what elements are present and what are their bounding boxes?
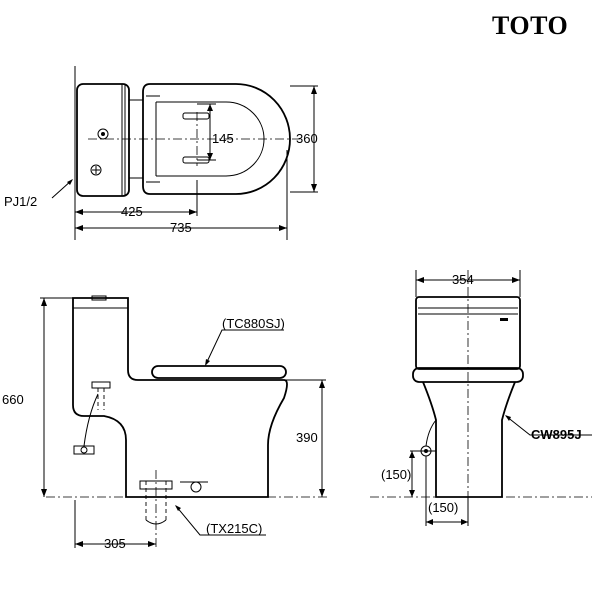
toto-logo: TOTO: [492, 11, 568, 40]
flush-button-icon: [97, 128, 109, 140]
dim-front-width: 354: [452, 272, 474, 287]
dim-bowl-height: 390: [296, 430, 318, 445]
dim-valve-offset: (150): [428, 500, 458, 515]
label-seat-model: (TC880SJ): [222, 316, 285, 331]
label-pipe-joint: PJ1/2: [4, 194, 37, 209]
dim-top-length: 735: [170, 220, 192, 235]
hinge-bolt: [182, 112, 210, 166]
dim-overall-height: 660: [2, 392, 24, 407]
dim-valve-height: (150): [381, 467, 411, 482]
supply-inlet-icon: [90, 164, 102, 176]
label-valve-model: CW895J: [531, 427, 582, 442]
side-view: 660 390 305 (TC880SJ) (TX215C): [2, 295, 330, 551]
front-tank: [415, 296, 521, 370]
seat-shape: [151, 365, 287, 379]
dim-rough-in: 305: [104, 536, 126, 551]
top-view: 360 145 425 735 PJ1/2: [4, 66, 318, 240]
dim-top-width: 360: [296, 131, 318, 146]
dim-rear-to-hinge: 425: [121, 204, 143, 219]
dim-hinge-spacing: 145: [212, 131, 234, 146]
front-view: 354 (150) (150) CW895J: [370, 270, 592, 526]
label-flange-model: (TX215C): [206, 521, 262, 536]
